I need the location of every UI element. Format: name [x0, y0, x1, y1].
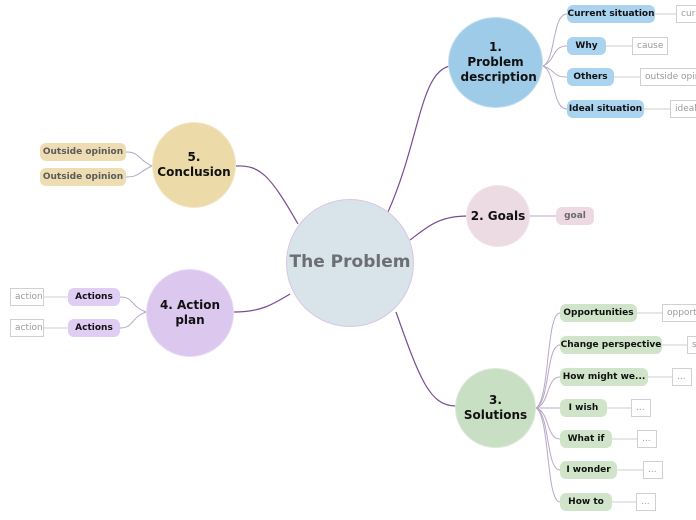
- topic-problem-description-label: 1. Problem description: [460, 40, 537, 84]
- link-sol-6: [535, 407, 561, 471]
- leaf-ideal[interactable]: ideal: [670, 100, 696, 118]
- leaf-cause[interactable]: cause: [632, 37, 668, 55]
- topic-action-plan-label: 4. Action plan: [159, 298, 221, 327]
- subtopic-opportunities[interactable]: Opportunities: [560, 304, 637, 322]
- central-topic[interactable]: The Problem: [286, 199, 414, 327]
- leaf-what-if[interactable]: ...: [637, 430, 657, 448]
- subtopic-how-might-we[interactable]: How might we...: [560, 368, 648, 386]
- topic-goals-label: 2. Goals: [470, 208, 526, 223]
- subtopic-actions-2[interactable]: Actions: [68, 319, 120, 337]
- link-action-plan: [233, 293, 291, 313]
- link-goals: [409, 215, 469, 241]
- link-problem-2: [542, 45, 568, 67]
- leaf-action-2[interactable]: action: [10, 319, 44, 337]
- central-topic-label: The Problem: [289, 252, 411, 273]
- link-solutions: [395, 311, 457, 407]
- link-sol-3: [535, 376, 561, 409]
- link-sol-2: [535, 344, 561, 409]
- subtopic-how-to[interactable]: How to: [560, 493, 612, 511]
- topic-problem-description[interactable]: 1. Problem description: [448, 17, 543, 108]
- leaf-action-1[interactable]: action: [10, 288, 44, 306]
- subtopic-what-if[interactable]: What if: [560, 430, 612, 448]
- subtopic-why[interactable]: Why: [567, 37, 606, 55]
- link-sol-7: [535, 407, 561, 503]
- link-conclusion-2: [125, 165, 153, 178]
- topic-conclusion[interactable]: 5. Conclusion: [152, 122, 236, 208]
- subtopic-goal[interactable]: goal: [556, 207, 594, 225]
- topic-conclusion-label: 5. Conclusion: [157, 150, 231, 179]
- topic-solutions[interactable]: 3. Solutions: [455, 368, 536, 448]
- link-sol-1: [535, 312, 561, 409]
- link-problem-1: [542, 13, 568, 67]
- leaf-i-wonder[interactable]: ...: [643, 461, 663, 479]
- leaf-seeing[interactable]: seeing: [687, 336, 696, 354]
- leaf-i-wish[interactable]: ...: [631, 399, 651, 417]
- topic-action-plan[interactable]: 4. Action plan: [146, 269, 234, 357]
- link-action-2: [119, 311, 147, 329]
- link-problem: [387, 65, 451, 213]
- link-action-1: [119, 296, 147, 313]
- subtopic-ideal-situation[interactable]: Ideal situation: [567, 100, 644, 118]
- subtopic-outside-opinion-2[interactable]: Outside opinion: [40, 168, 126, 186]
- topic-goals[interactable]: 2. Goals: [466, 185, 530, 247]
- subtopic-others[interactable]: Others: [567, 68, 614, 86]
- subtopic-current-situation[interactable]: Current situation: [567, 5, 655, 23]
- subtopic-change-perspective[interactable]: Change perspective: [560, 336, 662, 354]
- subtopic-i-wonder[interactable]: I wonder: [560, 461, 617, 479]
- leaf-outside-opinion[interactable]: outside opinion: [640, 68, 696, 86]
- connector-lines: [44, 13, 687, 503]
- leaf-opportunities[interactable]: opportunities: [662, 304, 696, 322]
- leaf-current[interactable]: current: [676, 5, 696, 23]
- link-conclusion-1: [125, 151, 153, 167]
- link-problem-4: [542, 65, 568, 110]
- subtopic-outside-opinion-1[interactable]: Outside opinion: [40, 143, 126, 161]
- subtopic-actions-1[interactable]: Actions: [68, 288, 120, 306]
- leaf-how-might-we[interactable]: ...: [672, 368, 692, 386]
- link-conclusion: [235, 165, 299, 225]
- topic-solutions-label: 3. Solutions: [463, 393, 528, 422]
- subtopic-i-wish[interactable]: I wish: [560, 399, 607, 417]
- link-problem-3: [542, 65, 568, 78]
- leaf-how-to[interactable]: ...: [636, 493, 656, 511]
